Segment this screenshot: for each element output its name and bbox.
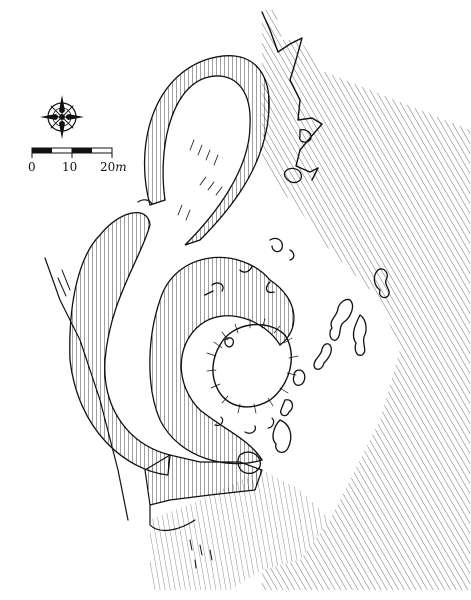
scale-label-20-value: 20 — [100, 160, 115, 174]
upper-enclosure-interior — [177, 139, 223, 221]
scale-unit: m — [115, 160, 126, 174]
compass-rose-icon — [40, 95, 84, 139]
rocky-outcrops — [237, 128, 390, 475]
western-slope-lines — [44, 199, 213, 569]
outer-rampart — [69, 55, 270, 506]
scale-label-10: 10 — [62, 160, 77, 174]
scale-label-0: 0 — [28, 160, 36, 174]
scale-bar: 0 10 20m — [28, 147, 127, 174]
inner-fort-ring — [149, 256, 299, 465]
scale-label-20: 20m — [100, 160, 127, 174]
